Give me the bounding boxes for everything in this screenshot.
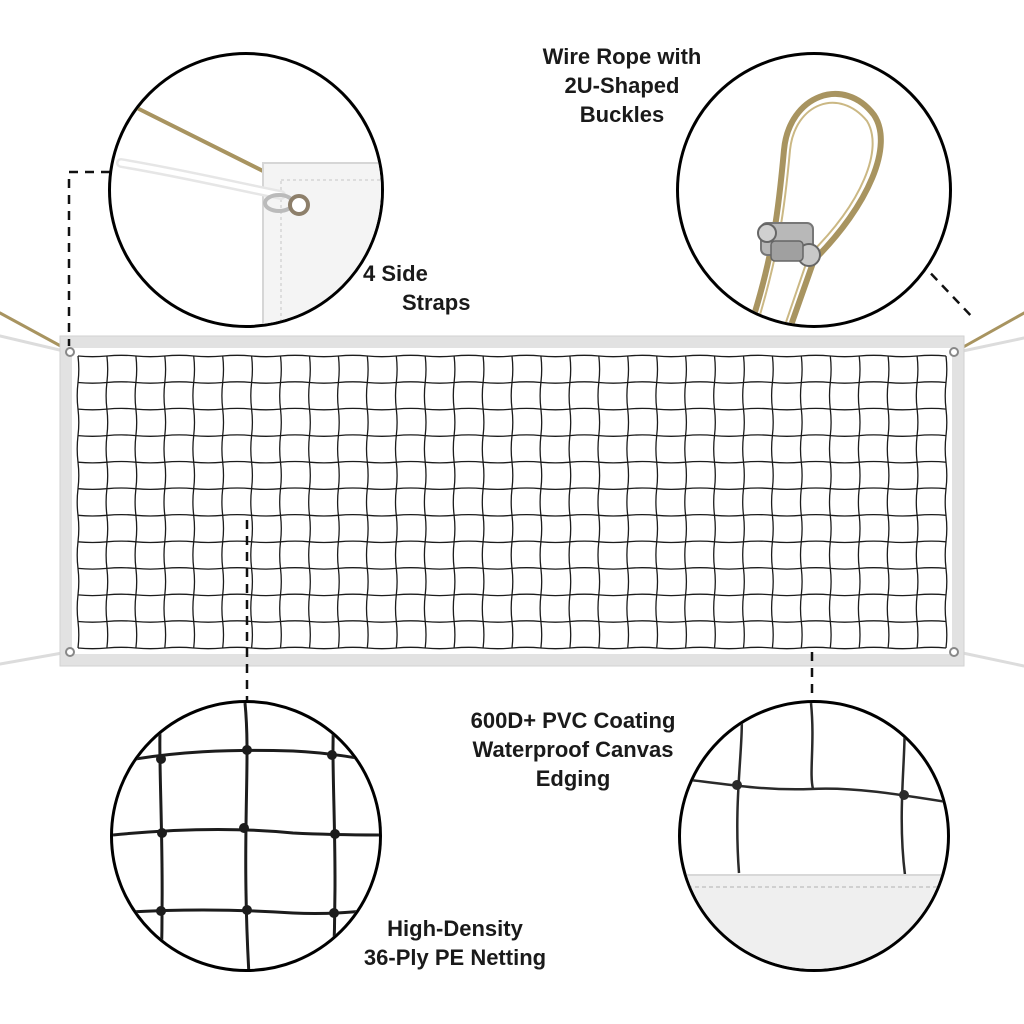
- net-vertical-cord: [597, 355, 601, 649]
- net-vertical-cord: [539, 355, 543, 649]
- net-vertical-cord: [192, 355, 196, 649]
- net-vertical-cord: [394, 355, 398, 649]
- net-horizontal-cord: [77, 540, 947, 544]
- net-vertical-cord: [452, 355, 456, 649]
- side-straps-label-line-1: 4 Side: [363, 261, 428, 286]
- net-vertical-cord: [828, 355, 832, 649]
- net-vertical-cord: [279, 355, 282, 649]
- netting-zoom: [110, 700, 382, 972]
- pvc-coating-label-line-1: 600D+ PVC Coating: [470, 708, 676, 733]
- wire-rope-zoom: [676, 52, 952, 328]
- net-horizontal-cord: [77, 620, 947, 623]
- net-vertical-cord: [886, 355, 890, 649]
- net-vertical-cord: [944, 355, 948, 649]
- wire-rope-label-line-3: Buckles: [579, 102, 665, 127]
- leader-lines: [67, 170, 976, 700]
- net-vertical-cord: [857, 355, 861, 649]
- net-vertical-cord: [684, 355, 688, 649]
- pvc-coating-label-line-3: Edging: [535, 766, 611, 791]
- wire-rope-label: Wire Rope with 2U-Shaped Buckles: [522, 42, 722, 129]
- net-vertical-cord: [221, 355, 225, 649]
- netting-label-line-2: 36-Ply PE Netting: [363, 945, 547, 970]
- net-horizontal-cord: [77, 434, 947, 437]
- net-vertical-cord: [134, 355, 138, 649]
- net-vertical-cord: [163, 355, 167, 649]
- net-horizontal-cord: [77, 593, 947, 597]
- wire-rope-label-line-1: Wire Rope with: [542, 44, 702, 69]
- side-straps-label-line-2: Straps: [402, 290, 471, 315]
- netting-label: High-Density 36-Ply PE Netting: [340, 914, 570, 972]
- net-vertical-cord: [336, 355, 340, 649]
- net-horizontal-cord: [77, 513, 947, 517]
- net-horizontal-cord: [77, 354, 947, 358]
- net-vertical-cord: [76, 355, 80, 649]
- net-vertical-cord: [308, 355, 311, 649]
- net-vertical-cord: [799, 355, 803, 649]
- net-vertical-cord: [915, 355, 919, 649]
- wire-rope-label-line-2: 2U-Shaped: [564, 73, 680, 98]
- netting-label-line-1: High-Density: [387, 916, 523, 941]
- net-horizontal-cord: [77, 646, 947, 650]
- net-vertical-cord: [481, 355, 485, 649]
- net-vertical-cord: [655, 355, 659, 649]
- grommets: [65, 347, 959, 657]
- net-mesh: [76, 354, 948, 650]
- pvc-coating-label: 600D+ PVC Coating Waterproof Canvas Edgi…: [448, 706, 698, 793]
- net-vertical-cord: [250, 355, 254, 649]
- side-straps: [0, 311, 1024, 668]
- net-vertical-cord: [713, 355, 716, 649]
- net-vertical-cord: [770, 355, 774, 649]
- net-vertical-cord: [626, 355, 630, 649]
- pvc-coating-label-line-2: Waterproof Canvas: [472, 737, 674, 762]
- net-vertical-cord: [568, 355, 572, 649]
- net-horizontal-cord: [77, 407, 947, 411]
- net-vertical-cord: [510, 355, 514, 649]
- net-horizontal-cord: [77, 460, 947, 464]
- pvc-edging-zoom: [678, 700, 950, 972]
- canvas-edging: [60, 336, 964, 666]
- net-horizontal-cord: [77, 487, 947, 491]
- net-horizontal-cord: [77, 381, 947, 384]
- net-vertical-cord: [423, 355, 427, 649]
- net-vertical-cord: [742, 355, 745, 649]
- net-vertical-cord: [105, 355, 109, 649]
- side-straps-label: 4 Side Straps: [363, 259, 523, 317]
- net-horizontal-cord: [77, 567, 947, 570]
- corner-strap-zoom: [108, 52, 384, 328]
- net-vertical-cord: [365, 355, 369, 649]
